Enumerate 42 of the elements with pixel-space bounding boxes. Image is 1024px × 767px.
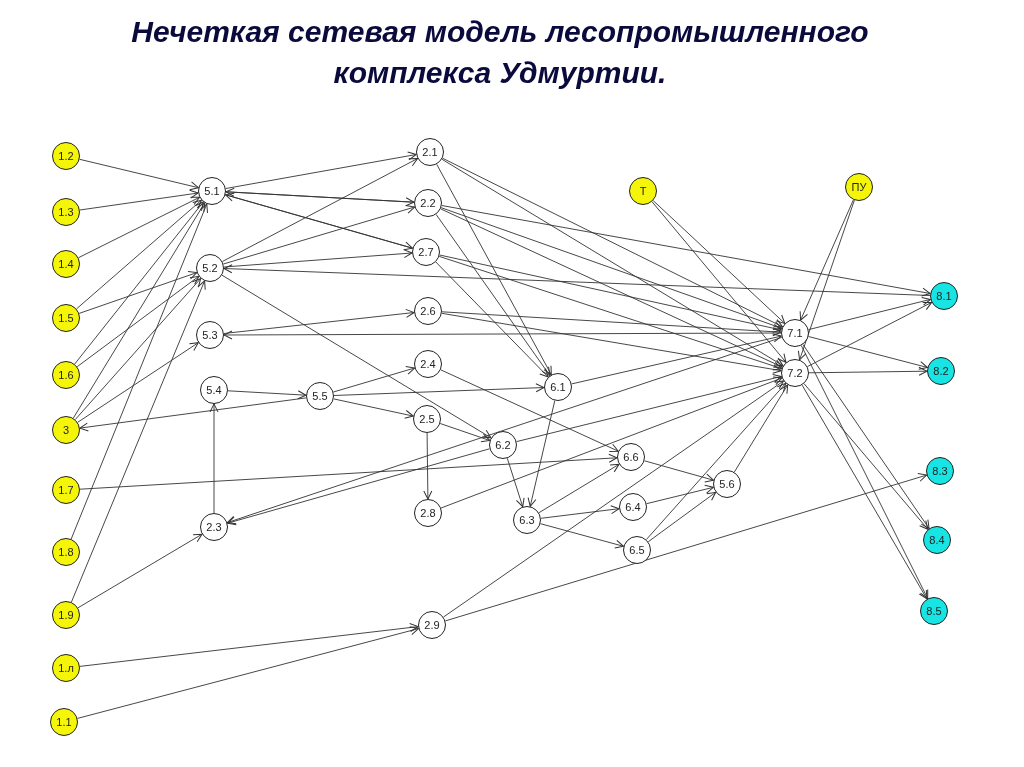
factor-circle: 6.1 (544, 373, 572, 401)
factor-circle: 5.1 (198, 177, 226, 205)
factor-circle: 2.4 (414, 350, 442, 378)
factor-circle: 6.2 (489, 431, 517, 459)
output-circle: 8.5 (920, 597, 948, 625)
factor-circle: 5.5 (306, 382, 334, 410)
input-factor-circle: 1.9 (52, 601, 80, 629)
input-factor-circle: 1.7 (52, 476, 80, 504)
input-factor-circle: 1.2 (52, 142, 80, 170)
factor-circle: 2.1 (416, 138, 444, 166)
output-circle: 8.4 (923, 526, 951, 554)
factor-circle: 2.2 (414, 189, 442, 217)
input-factor-circle: 3 (52, 416, 80, 444)
input-factor-circle: 1.8 (52, 538, 80, 566)
factor-circle: 2.9 (418, 611, 446, 639)
factor-circle: 6.4 (619, 493, 647, 521)
factor-circle: 2.5 (413, 405, 441, 433)
factor-circle: 2.6 (414, 297, 442, 325)
factor-circle: 6.3 (513, 506, 541, 534)
factor-circle: 5.6 (713, 470, 741, 498)
factor-circle: 2.3 (200, 513, 228, 541)
input-factor-circle: 1.6 (52, 361, 80, 389)
output-circle: 8.1 (930, 282, 958, 310)
input-factor-circle: 1.4 (52, 250, 80, 278)
input-factor-circle: Т (629, 177, 657, 205)
factor-circle: 5.3 (196, 321, 224, 349)
input-factor-circle: ПУ (845, 173, 873, 201)
output-circle: 8.3 (926, 457, 954, 485)
input-factor-circle: 1.л (52, 654, 80, 682)
factor-circle: 7.1 (781, 319, 809, 347)
factor-circle: 5.2 (196, 254, 224, 282)
input-factor-circle: 1.5 (52, 304, 80, 332)
factor-circle: 2.8 (414, 499, 442, 527)
factor-circle: 6.5 (623, 536, 651, 564)
output-circle: 8.2 (927, 357, 955, 385)
factor-circle: 7.2 (781, 359, 809, 387)
factor-circle: 6.6 (617, 443, 645, 471)
factor-circle: 5.4 (200, 376, 228, 404)
diagram-title: Нечеткая сетевая модель лесопромышленного комплекса Удмуртии. (130, 14, 870, 91)
input-factor-circle: 1.1 (50, 708, 78, 736)
factor-circle: 2.7 (412, 238, 440, 266)
input-factor-circle: 1.3 (52, 198, 80, 226)
